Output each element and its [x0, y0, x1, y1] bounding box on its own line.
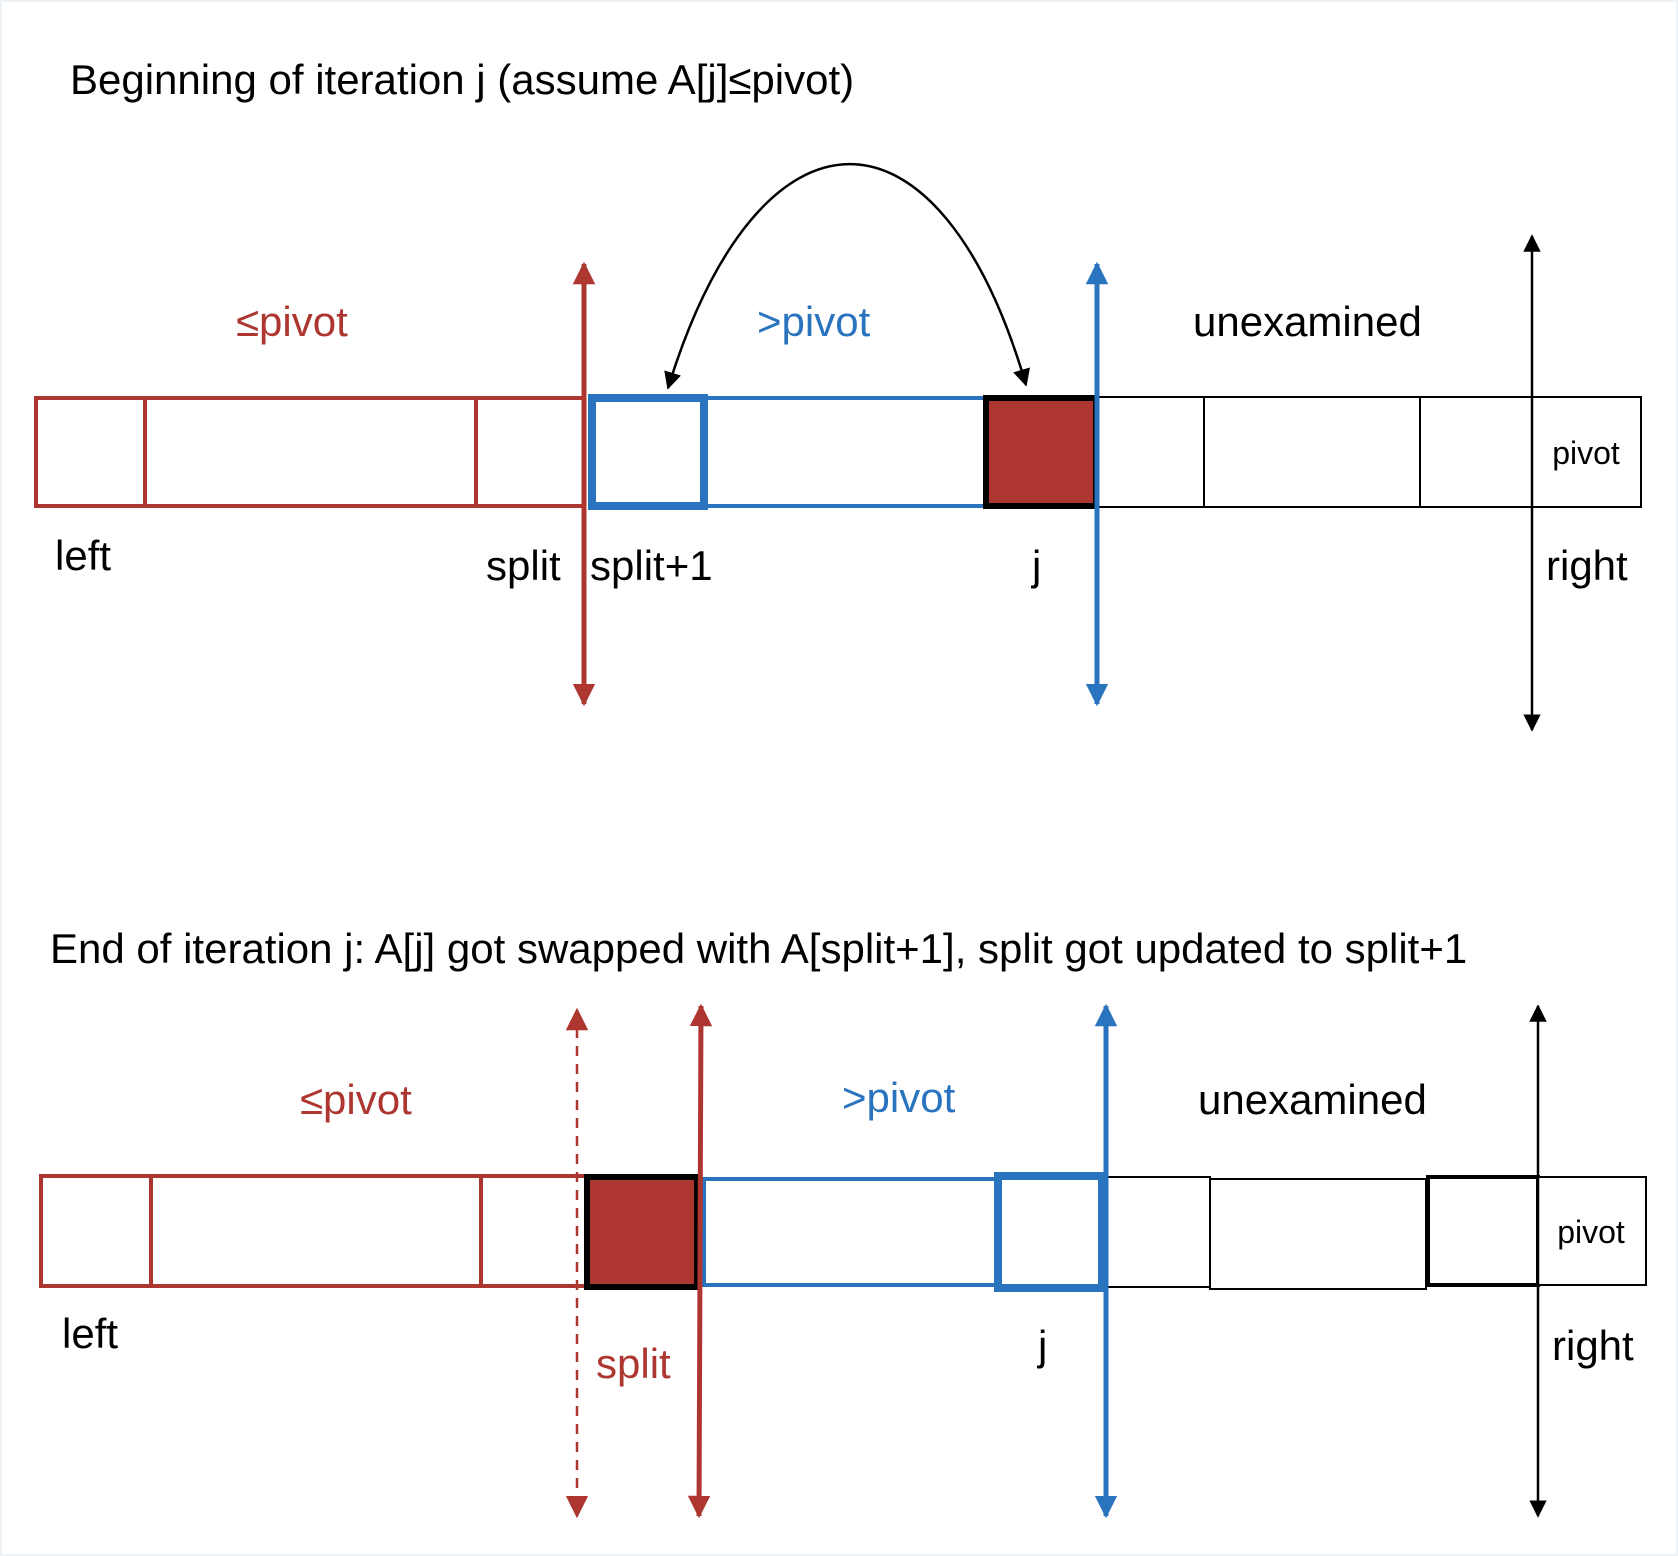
bottom-label-left: left	[62, 1310, 118, 1357]
top-cell-pivot	[1531, 396, 1642, 508]
top-label-j: j	[1030, 542, 1041, 589]
bottom-cell-j	[994, 1172, 1106, 1292]
bottom-label-j: j	[1036, 1322, 1047, 1369]
top-cell-unexamined-3	[1419, 396, 1533, 508]
bottom-cell-gt-middle	[702, 1177, 1002, 1287]
bottom-region-gt-label: >pivot	[842, 1074, 956, 1121]
bottom-cell-pivot	[1537, 1176, 1647, 1286]
bottom-le-section	[39, 1174, 590, 1288]
top-cell-unexamined-1	[1095, 396, 1205, 508]
top-cell-gt-middle	[700, 396, 988, 508]
top-label-right: right	[1546, 542, 1628, 589]
bottom-cell-pivot-label: pivot	[1557, 1214, 1625, 1250]
top-diagram: Beginning of iteration j (assume A[j]≤pi…	[34, 56, 1642, 732]
bottom-diagram: End of iteration j: A[j] got swapped wit…	[39, 925, 1647, 1519]
bottom-gt-section	[702, 1172, 1106, 1292]
top-le-section	[34, 396, 586, 508]
top-cell-split-plus1	[588, 394, 708, 510]
top-unexamined-section: pivot	[1095, 396, 1642, 508]
top-label-split-plus1: split+1	[590, 542, 713, 589]
bottom-caption: End of iteration j: A[j] got swapped wit…	[50, 925, 1467, 972]
bottom-cell-le-middle	[149, 1174, 483, 1288]
top-cell-j	[983, 395, 1099, 509]
top-cell-le-middle	[143, 396, 478, 508]
top-gt-section	[588, 394, 988, 510]
top-region-gt-label: >pivot	[757, 298, 871, 345]
top-label-left: left	[55, 532, 111, 579]
bottom-cell-old-split	[479, 1174, 590, 1288]
top-cell-split	[474, 396, 586, 508]
swap-arc	[664, 163, 1030, 390]
top-cell-left	[34, 396, 147, 508]
bottom-label-split: split	[596, 1340, 671, 1387]
bottom-cell-left	[39, 1174, 153, 1288]
top-caption: Beginning of iteration j (assume A[j]≤pi…	[70, 56, 854, 103]
bottom-split-boundary-arrow	[687, 1003, 713, 1519]
bottom-cell-unexamined-1	[1105, 1176, 1211, 1288]
top-cell-pivot-label: pivot	[1552, 435, 1620, 471]
top-cell-unexamined-2	[1203, 396, 1421, 508]
bottom-cell-unexamined-3	[1426, 1175, 1540, 1287]
top-region-unexamined-label: unexamined	[1193, 298, 1422, 345]
bottom-unexamined-section: pivot	[1105, 1175, 1647, 1290]
bottom-label-right: right	[1552, 1322, 1634, 1369]
bottom-region-le-label: ≤pivot	[300, 1076, 412, 1123]
top-region-le-label: ≤pivot	[236, 298, 348, 345]
bottom-region-unexamined-label: unexamined	[1198, 1076, 1427, 1123]
bottom-cell-split	[584, 1174, 700, 1290]
bottom-cell-unexamined-2	[1209, 1178, 1427, 1290]
top-label-split: split	[486, 542, 561, 589]
